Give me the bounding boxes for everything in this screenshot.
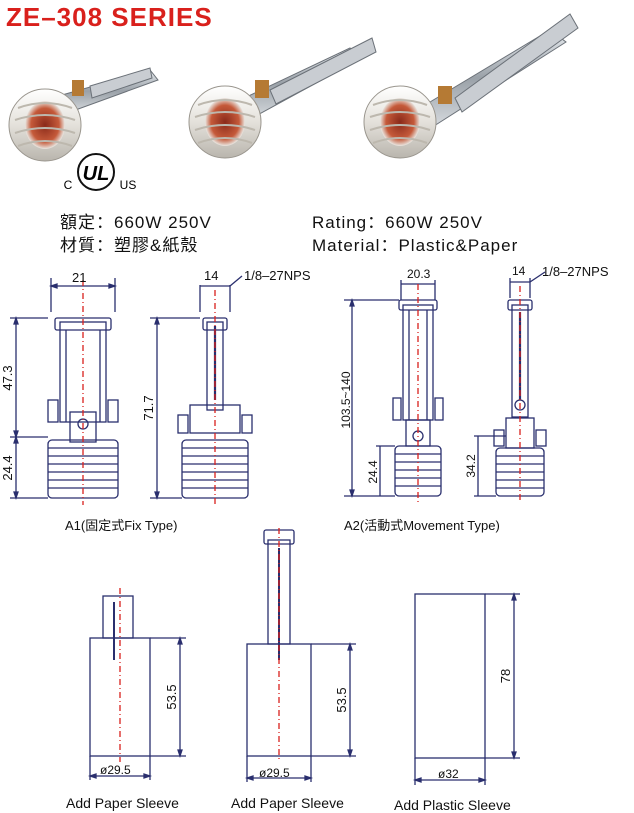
a2-caption: A2(活動式Movement Type) [344, 518, 500, 533]
a2-side-height-dim: 34.2 [464, 454, 478, 478]
a2-front-view [344, 280, 444, 502]
a1-thread-dim: 1/8–27NPS [244, 268, 311, 283]
sleeve-3-caption: Add Plastic Sleeve [394, 797, 511, 813]
ul-c-text: C [64, 178, 73, 192]
spec-cn-rating: 額定：660W 250V [60, 213, 212, 232]
product-photo-fixed [8, 67, 159, 162]
spec-en-rating: Rating：660W 250V [312, 213, 483, 232]
ul-listed-mark: UL C US [64, 153, 137, 192]
sleeve-2-caption: Add Paper Sleeve [231, 795, 344, 811]
sleeve-2-height-dim: 53.5 [334, 687, 349, 712]
a1-bottom-height-dim: 24.4 [0, 455, 15, 480]
a1-front-view [10, 278, 119, 505]
product-photo-movement-short [188, 37, 377, 159]
a1-side-width-dim: 14 [204, 268, 218, 283]
a2-thread-dim: 1/8–27NPS [542, 264, 609, 279]
product-photos: UL C US [8, 13, 579, 192]
sleeve-3-height-dim: 78 [498, 669, 513, 683]
sleeve-1-height-dim: 53.5 [164, 684, 179, 709]
sleeve-2-diameter-dim: ø29.5 [259, 766, 290, 780]
spec-en-material: Material：Plastic&Paper [312, 236, 519, 255]
product-photo-movement-long [363, 13, 579, 159]
a2-height-range-dim: 103.5~140 [339, 371, 353, 428]
sleeve-3-diameter-dim: ø32 [438, 767, 459, 781]
sleeve-2-drawing [244, 528, 356, 782]
a1-top-height-dim: 47.3 [0, 365, 15, 390]
sleeve-1-diameter-dim: ø29.5 [100, 763, 131, 777]
ul-mark-text: UL [83, 163, 110, 185]
a2-bottom-height-dim: 24.4 [366, 460, 380, 484]
ul-us-text: US [120, 178, 137, 192]
sleeve-1-drawing [87, 588, 186, 780]
sleeve-3-drawing [412, 591, 520, 785]
page-title: ZE–308 SERIES [6, 2, 213, 32]
technical-drawings: 21 47.3 24.4 14 1/8–27NPS 71.7 20.3 103.… [0, 264, 609, 785]
a1-caption: A1(固定式Fix Type) [65, 518, 178, 533]
sleeve-1-caption: Add Paper Sleeve [66, 795, 179, 811]
a1-side-view [150, 275, 253, 505]
spec-cn-material: 材質：塑膠&紙殼 [60, 236, 199, 255]
a1-total-height-dim: 71.7 [141, 395, 156, 420]
a1-width-dim: 21 [72, 270, 86, 285]
a2-side-width-dim: 14 [512, 264, 526, 278]
a2-side-view [474, 271, 547, 502]
a2-width-dim: 20.3 [407, 267, 431, 281]
